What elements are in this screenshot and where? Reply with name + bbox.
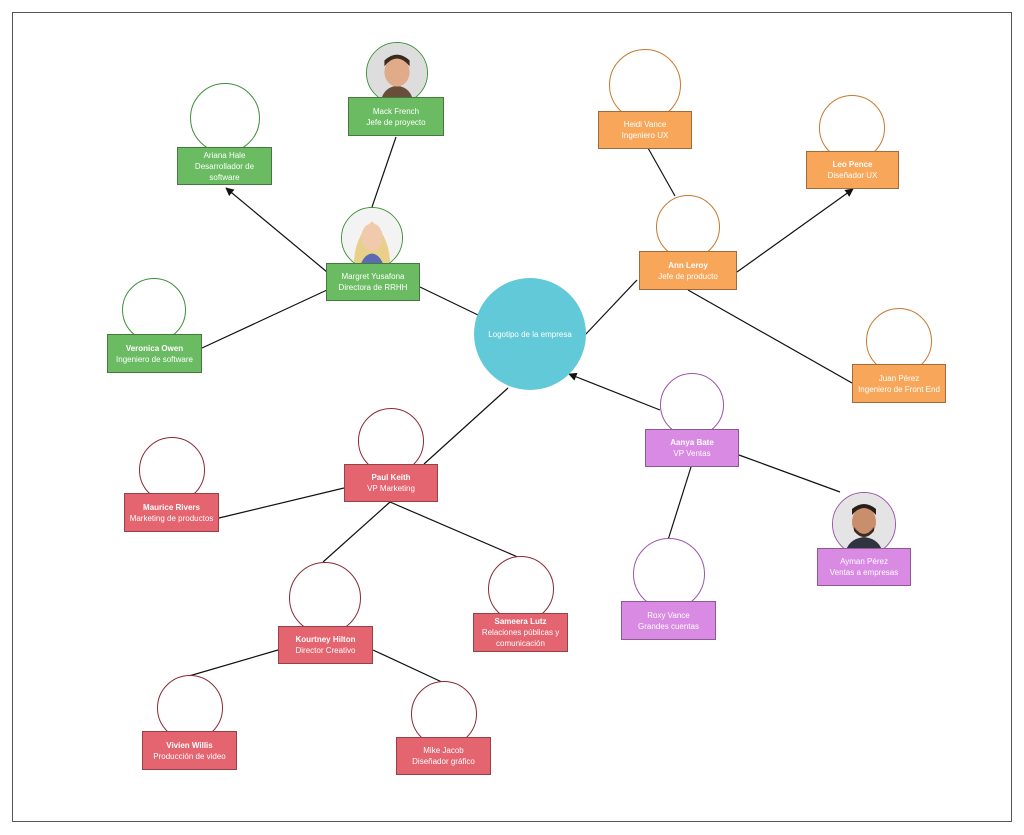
link-margret-mack: [371, 136, 397, 208]
person-name: Juan Pérez: [878, 373, 920, 383]
link-ann-leo: [736, 188, 854, 273]
person-name: Kourtney Hilton: [295, 635, 356, 644]
person-card: Kourtney Hilton Director Creativo: [278, 626, 373, 664]
person-card: Mack French Jefe de proyecto: [348, 97, 444, 136]
link-paul-kourtney: [322, 501, 391, 563]
person-name: Leo Pence: [832, 160, 873, 169]
person-name: Ariana Hale: [203, 150, 246, 160]
person-role: VP Ventas: [673, 449, 711, 458]
link-aanya-ayman: [738, 454, 841, 493]
link-paul-maurice: [218, 487, 345, 519]
person-card: Margret Yusafona Directora de RRHH: [326, 263, 420, 301]
avatar-placeholder: [660, 373, 724, 437]
person-card: Ayman Pérez Ventas a empresas: [817, 548, 911, 586]
person-card: Leo Pence Diseñador UX: [806, 151, 899, 189]
link-margret-veronica: [201, 289, 328, 349]
person-name: Heidi Vance: [623, 120, 667, 129]
avatar-photo: [832, 492, 896, 556]
company-logo-node[interactable]: Logotipo de la empresa: [474, 278, 586, 390]
link-margret-ariana: [225, 187, 328, 273]
person-name: Margret Yusafona: [341, 272, 405, 281]
avatar-photo: [366, 42, 428, 104]
avatar-placeholder: [289, 562, 361, 634]
person-name: Veronica Owen: [125, 343, 184, 353]
person-card: Mike Jacob Diseñador gráfico: [396, 737, 491, 775]
person-role: Jefe de producto: [658, 271, 718, 281]
avatar-placeholder: [122, 278, 186, 342]
person-role: Producción de video: [153, 751, 226, 761]
person-name: Ayman Pérez: [840, 557, 888, 566]
person-role: Ingeniero de Front End: [858, 384, 940, 394]
person-card: Paul Keith VP Marketing: [344, 464, 438, 502]
person-card: Ann Leroy Jefe de producto: [639, 251, 737, 290]
company-logo-label: Logotipo de la empresa: [488, 329, 572, 339]
man-avatar-icon: [833, 493, 895, 555]
person-role: Ingeniero de software: [116, 354, 193, 364]
person-name: Aanya Bate: [670, 438, 714, 447]
person-card: Roxy Vance Grandes cuentas: [621, 601, 716, 640]
link-paul-sameera: [389, 501, 521, 559]
person-name: Sameera Lutz: [494, 617, 547, 626]
avatar-placeholder: [190, 83, 260, 153]
person-name: Mack French: [372, 106, 420, 116]
link-kourtney-vivien: [188, 649, 279, 677]
person-role: Desarrollador de software: [194, 161, 255, 182]
person-name: Ann Leroy: [668, 260, 708, 270]
avatar-placeholder: [157, 675, 223, 741]
person-name: Roxy Vance: [647, 610, 690, 620]
person-role: Directora de RRHH: [338, 283, 408, 292]
person-name: Mike Jacob: [423, 746, 464, 755]
person-name: Vivien Willis: [166, 740, 213, 750]
person-role: Diseñador UX: [827, 171, 878, 180]
person-card: Juan Pérez Ingeniero de Front End: [852, 364, 946, 403]
diagram-frame: [12, 12, 1012, 822]
woman-avatar-icon: [342, 208, 402, 268]
person-role: Director Creativo: [295, 646, 356, 655]
man-avatar-icon: [367, 43, 427, 103]
avatar-placeholder: [633, 538, 705, 610]
person-name: Maurice Rivers: [143, 502, 200, 512]
person-role: Diseñador gráfico: [412, 757, 475, 766]
link-aanya-roxy: [667, 466, 692, 541]
avatar-photo: [341, 207, 403, 269]
link-ann-juan: [687, 289, 853, 384]
person-role: Ingeniero UX: [621, 131, 669, 140]
link-ann-heidi: [647, 147, 676, 197]
person-role: Relaciones públicas y comunicación: [481, 628, 560, 648]
person-card: Sameera Lutz Relaciones públicas y comun…: [473, 613, 568, 652]
person-card: Aanya Bate VP Ventas: [645, 429, 739, 467]
link-center-margret: [419, 286, 479, 316]
person-card: Heidi Vance Ingeniero UX: [598, 111, 692, 149]
person-role: Grandes cuentas: [638, 621, 699, 631]
avatar-placeholder: [488, 556, 554, 622]
link-center-ann: [584, 279, 638, 336]
person-card: Ariana Hale Desarrollador de software: [177, 147, 272, 185]
link-aanya-center: [568, 372, 661, 411]
link-kourtney-mike: [372, 649, 445, 684]
person-card: Vivien Willis Producción de video: [142, 731, 237, 770]
avatar-placeholder: [656, 195, 720, 259]
person-role: VP Marketing: [367, 484, 415, 493]
avatar-placeholder: [411, 681, 477, 747]
person-name: Paul Keith: [371, 473, 411, 482]
person-role: Marketing de productos: [129, 513, 214, 523]
link-center-paul: [423, 387, 509, 465]
person-role: Ventas a empresas: [829, 568, 899, 577]
person-role: Jefe de proyecto: [366, 117, 426, 127]
avatar-placeholder: [609, 49, 681, 121]
avatar-placeholder: [358, 408, 424, 474]
person-card: Maurice Rivers Marketing de productos: [124, 493, 219, 532]
person-card: Veronica Owen Ingeniero de software: [107, 334, 202, 373]
